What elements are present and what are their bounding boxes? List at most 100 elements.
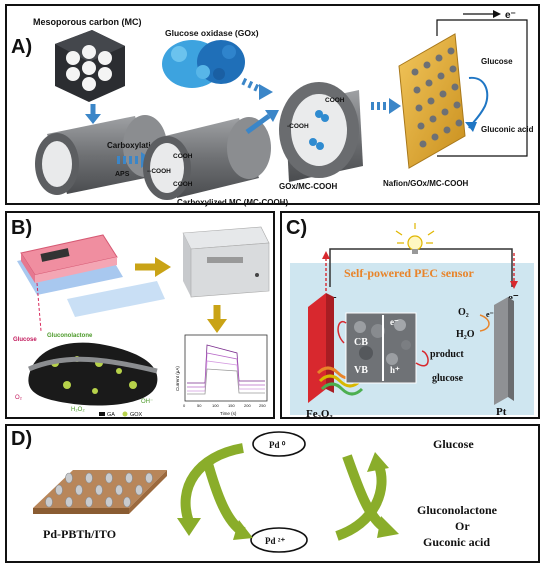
panel-c-figure: Self-powered PEC sensor e⁻ e⁻ CB VB e⁻: [290, 223, 534, 420]
mc-cooh-text: Carboxylized MC (MC-COOH): [177, 198, 288, 207]
c-circuit-wire: [329, 248, 513, 287]
c-vb-arrow: [415, 350, 429, 367]
c-e-cb: e⁻: [390, 317, 399, 327]
panel-b-label: B): [11, 217, 33, 239]
c-pt: Pt: [496, 406, 507, 418]
b-xtick-2: 100: [212, 403, 219, 408]
b-y-axis: Current (μA): [175, 366, 180, 391]
c-glucose: glucose: [432, 373, 464, 384]
tube-1: [35, 115, 167, 195]
panel-c-label: C): [286, 217, 308, 239]
circuit-line: [436, 19, 528, 157]
panel-d: D) Pd-PBTh/ITO Pd ⁰ Pd ²⁺: [5, 424, 540, 563]
gluconic-text-a: Gluconic acid: [481, 125, 534, 134]
panel-c: C) Self-powered PEC sensor e⁻ e⁻: [280, 211, 540, 420]
c-e-right: e⁻: [508, 292, 519, 304]
b-x-axis: Time (s): [220, 411, 237, 416]
c-o2: O₂: [458, 307, 469, 318]
c-product: product: [430, 349, 464, 360]
gold-arrowhead-right: [155, 257, 171, 277]
sem-image: [345, 312, 417, 384]
mc-block-icon: [55, 30, 125, 102]
d-pd0: Pd ⁰: [269, 440, 286, 450]
c-cb-arrow: [337, 320, 347, 344]
green-arrow-left-bottom: [202, 458, 253, 540]
nafion-text: Nafion/GOx/MC-COOH: [383, 179, 469, 188]
d-guconic: Guconic acid: [423, 535, 490, 549]
b-h2o2: H₂O₂: [71, 407, 85, 413]
tube-2: [143, 117, 271, 200]
arrowhead-mc: [85, 114, 101, 124]
arrowhead-tube3: [265, 110, 279, 122]
legend-gox: GOX: [130, 412, 143, 418]
b-xtick-5: 250: [259, 403, 266, 408]
tube-3: [279, 82, 363, 182]
b-xtick-0: 0: [183, 403, 186, 408]
carboxylation-text: Carboxylation: [107, 141, 160, 150]
b-xtick-3: 150: [228, 403, 235, 408]
b-xtick-1: 50: [197, 403, 202, 408]
nanostructure-icon: [28, 342, 158, 406]
b-glucose: Glucose: [13, 337, 37, 343]
c-pt-reaction-arrow: [479, 314, 490, 332]
dashed-arrow-electrode: [371, 98, 401, 114]
b-xtick-4: 200: [244, 403, 251, 408]
green-arrow-right-top: [335, 452, 389, 541]
fe2o3-electrode: [308, 293, 334, 403]
gox-protein-icon: [162, 40, 245, 88]
panel-b-figure: Glucose Gluconolactone O₂ H₂O₂ OH⁻ GA GO…: [13, 226, 270, 418]
legend-ga-swatch: [99, 412, 105, 416]
c-fe2o3: Fe₂O₃: [306, 408, 333, 420]
pt-electrode: [494, 297, 514, 405]
cooh-bottom: COOH: [173, 181, 193, 188]
c-left-arrowhead: [322, 251, 330, 259]
pd2-ellipse: [250, 527, 308, 553]
electrode-plate: [398, 33, 466, 169]
d-electrode-text: Pd-PBTh/ITO: [43, 527, 116, 541]
cooh-tube3-top: COOH: [325, 97, 345, 104]
arrow-tube2-tube3: [245, 113, 271, 135]
d-pd2: Pd ²⁺: [265, 536, 285, 546]
c-vb: VB: [354, 365, 368, 376]
glucose-reaction-arrow: [468, 76, 489, 129]
legend-gox-swatch: [122, 411, 128, 417]
panel-a-figure: Mesoporous carbon (MC) Carboxylation APS…: [33, 10, 534, 207]
c-e-small: e⁻: [486, 310, 494, 319]
panel-d-label: D): [11, 428, 33, 450]
panel-d-figure: Pd-PBTh/ITO Pd ⁰ Pd ²⁺ Glucose Gluconola…: [33, 431, 498, 553]
gox-mc-text: GOx/MC-COOH: [279, 182, 337, 191]
aps-text: APS: [115, 171, 130, 178]
b-oh: OH⁻: [141, 399, 153, 405]
legend-ga: GA: [107, 412, 115, 418]
d-or: Or: [455, 519, 470, 533]
current-time-plot: [184, 334, 268, 402]
pd0-ellipse: [252, 431, 306, 457]
gold-arrowhead-down: [207, 319, 227, 333]
microfluidic-device: [17, 234, 165, 317]
d-gluconolactone: Gluconolactone: [417, 503, 498, 517]
b-gluconolactone: Gluconolactone: [47, 333, 93, 339]
c-title: Self-powered PEC sensor: [344, 266, 474, 280]
panel-a-label: A): [11, 36, 33, 58]
c-h2o: H₂O: [456, 329, 475, 340]
green-arrow-right-bottom: [342, 454, 399, 538]
cooh-left: --COOH: [147, 168, 171, 175]
c-right-arrowhead: [510, 281, 518, 289]
d-glucose: Glucose: [433, 437, 474, 451]
electron-text: e⁻: [505, 10, 516, 21]
reaction-arrowhead: [465, 122, 477, 132]
lightbulb-icon: [395, 223, 435, 254]
panel-b: B): [5, 211, 275, 419]
c-cb: CB: [354, 337, 368, 348]
b-o2: O₂: [15, 395, 23, 401]
electron-arrowhead: [493, 10, 501, 18]
glucose-text-a: Glucose: [481, 57, 513, 66]
pd-pbth-ito-electrode: [33, 470, 167, 514]
cooh-tube3-left: -COOH: [287, 123, 309, 130]
green-arrow-left-top: [177, 443, 244, 536]
panel-a: A) Mesoporous carbon (MC): [5, 4, 540, 207]
dashed-arrow-gox: [241, 77, 273, 100]
potentiostat-box: [182, 226, 270, 298]
gox-text: Glucose oxidase (GOx): [165, 28, 259, 38]
zoom-line: [36, 282, 42, 332]
